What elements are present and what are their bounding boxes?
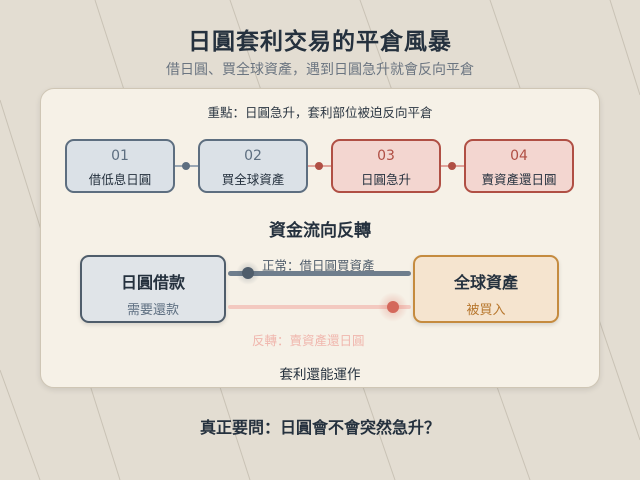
global-assets-note: 被買入 [466,303,506,318]
step-3-box: 03 日圓急升 [331,139,441,193]
panel-footer-text: 套利還能運作 [279,367,361,383]
step-1-label: 借低息日圓 [88,172,152,187]
step-4-box: 04 賣資產還日圓 [464,139,574,193]
normal-flow-line [228,271,411,276]
connector-2-3-dot [315,162,323,170]
step-3-number: 03 [377,148,395,164]
step-2-number: 02 [244,148,262,164]
step-4-number: 04 [510,148,528,164]
global-assets-box: 全球資產 被買入 [413,255,559,323]
step-2-box: 02 買全球資產 [198,139,308,193]
diagram-panel [40,88,600,388]
connector-1-2-dot [182,162,190,170]
page-title: 日圓套利交易的平倉風暴 [188,29,452,55]
global-assets-name: 全球資產 [453,273,518,292]
key-question: 真正要問：日圓會不會突然急升？ [199,418,440,437]
flow-section-title: 資金流向反轉 [269,221,371,241]
yen-loan-name: 日圓借款 [120,273,185,292]
step-1-box: 01 借低息日圓 [65,139,175,193]
yen-loan-note: 需要還款 [126,303,179,318]
step-2-label: 買全球資產 [221,172,285,187]
step-1-number: 01 [111,148,129,164]
reverse-flow-label: 反轉：賣資產還日圓 [252,333,365,348]
step-3-label: 日圓急升 [360,172,411,187]
normal-flow-label: 正常：借日圓買資產 [262,258,375,273]
key-point-text: 重點：日圓急升，套利部位被迫反向平倉 [207,105,433,120]
yen-loan-box: 日圓借款 需要還款 [80,255,226,323]
step-4-label: 賣資產還日圓 [481,172,557,187]
reverse-flow-line [228,305,411,309]
reverse-flow-dot [387,301,399,313]
normal-flow-dot [242,267,254,279]
page-subtitle: 借日圓、買全球資產，遇到日圓急升就會反向平倉 [166,62,474,78]
connector-3-4-dot [448,162,456,170]
